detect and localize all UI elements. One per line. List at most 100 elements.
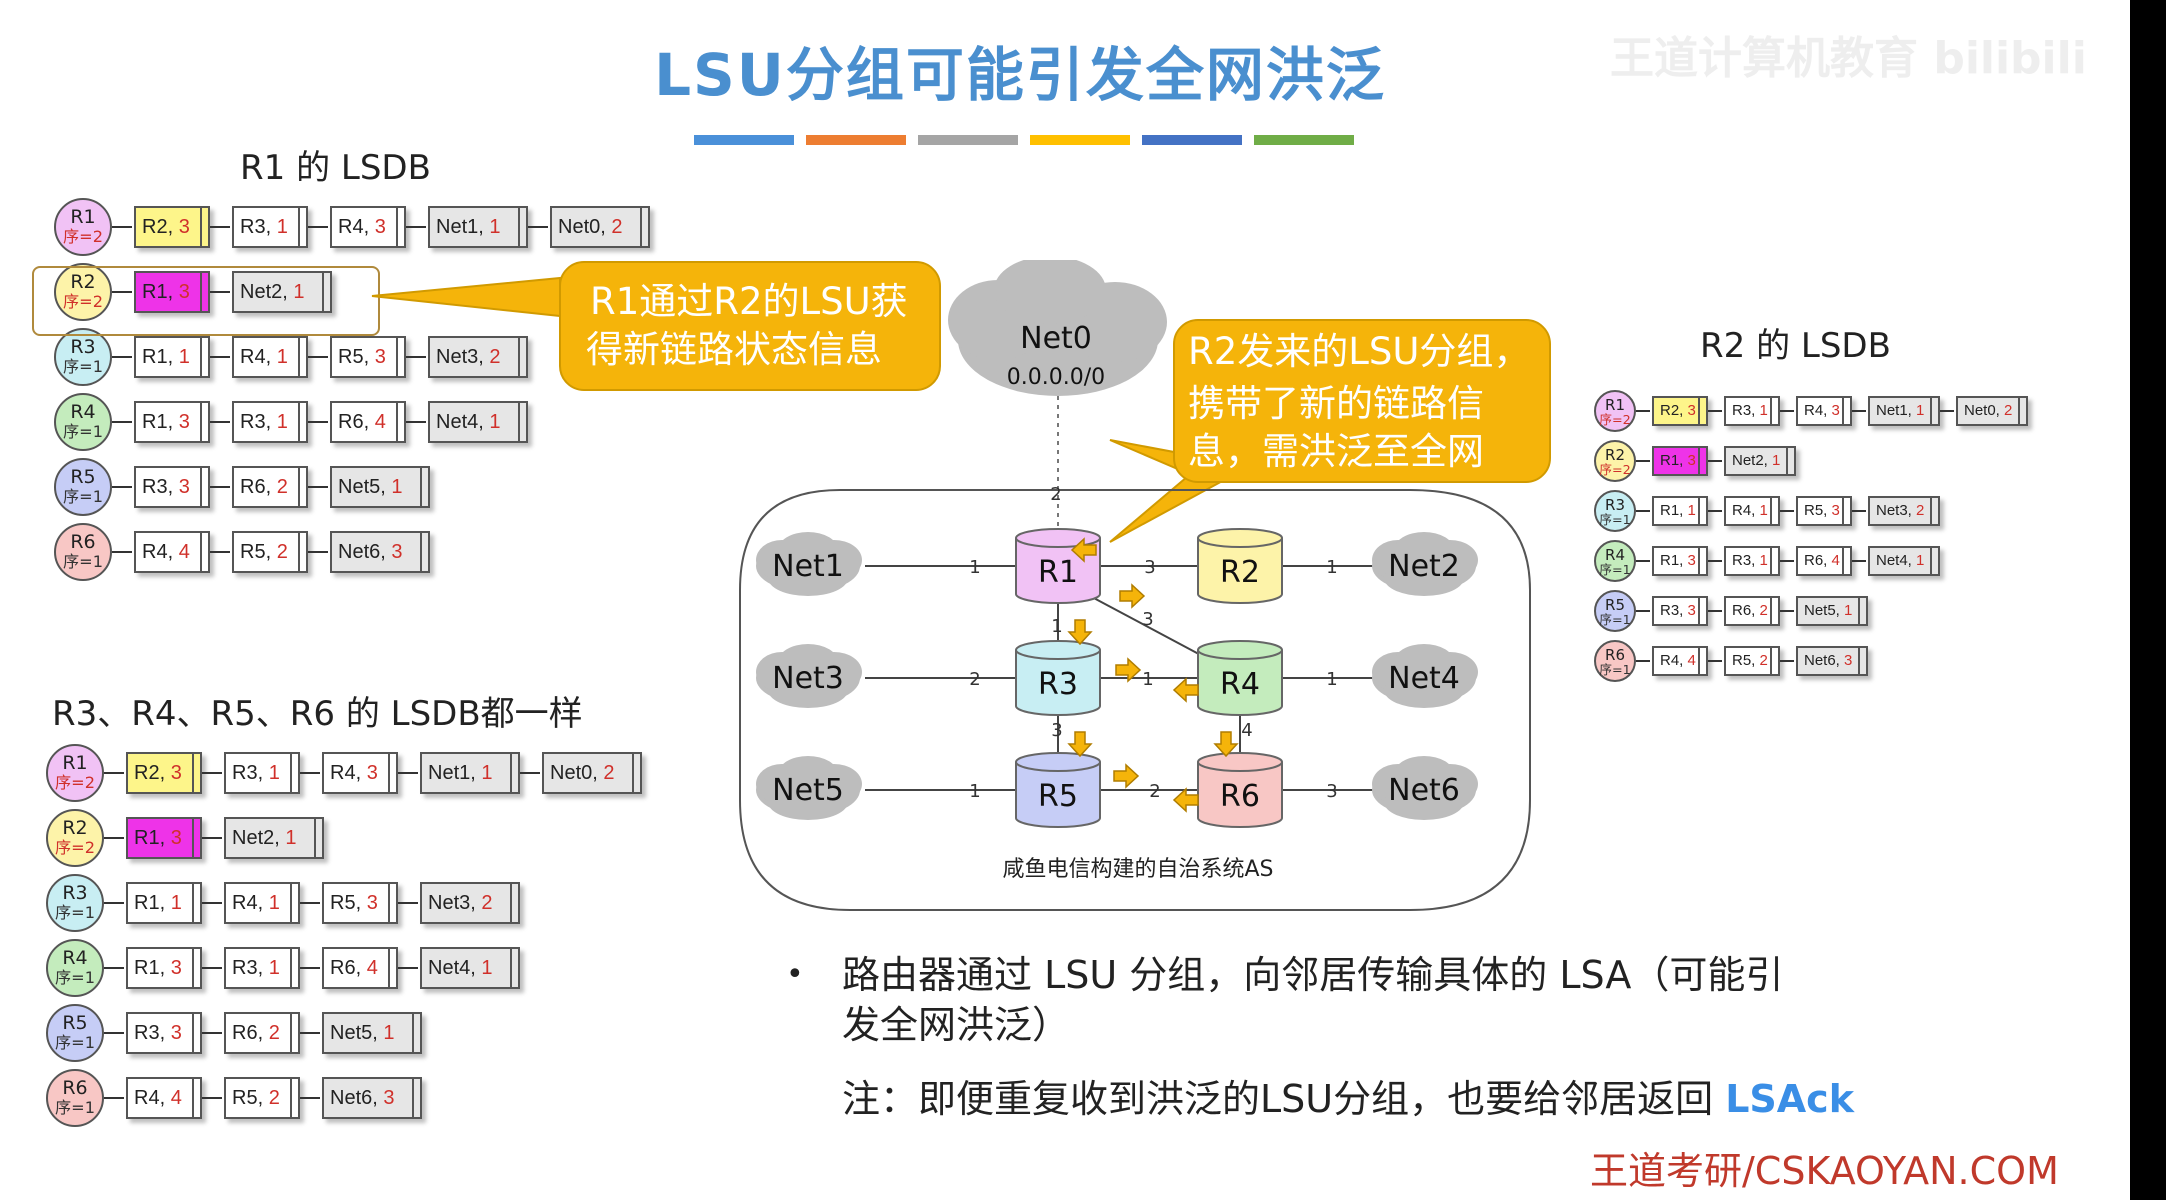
sequence-number: 序=1 <box>1599 562 1631 578</box>
entry-target: R3, <box>232 957 269 979</box>
router-r4 <box>1197 640 1283 716</box>
entry-target: Net6, <box>330 1087 384 1109</box>
entry-cost: 4 <box>374 411 386 433</box>
entry-bar <box>518 208 520 246</box>
sequence-number: 序=2 <box>63 226 103 246</box>
entry-bar <box>396 208 398 246</box>
lsdb-entry: R1, 3 <box>134 271 210 313</box>
entry-cost: 1 <box>293 281 305 303</box>
entry-bar <box>200 533 202 571</box>
entry-target: Net2, <box>232 827 286 849</box>
router-name: R4 <box>70 400 96 423</box>
lsdb-entry: R4, 1 <box>232 336 308 378</box>
entry-cost: 3 <box>1687 552 1696 569</box>
link-arrow <box>1780 510 1794 512</box>
entry-cost: 1 <box>489 216 501 238</box>
entry-cost: 1 <box>1916 552 1925 569</box>
lsdb-entry: R6, 2 <box>232 466 308 508</box>
entry-cost: 2 <box>268 1087 280 1109</box>
link-arrow <box>112 226 132 228</box>
link-arrow <box>210 551 230 553</box>
footer-brand: 王道考研/CSKAOYAN.COM <box>1590 1149 2059 1193</box>
entry-bar <box>200 338 202 376</box>
entry-target: Net4, <box>1876 552 1917 569</box>
sequence-number: 序=1 <box>55 1032 95 1052</box>
router-name: R5 <box>70 465 96 488</box>
sequence-number: 序=2 <box>63 291 103 311</box>
lsdb-entry: Net6, 3 <box>322 1077 422 1119</box>
entry-target: R5, <box>240 541 277 563</box>
entry-cost: 3 <box>178 281 190 303</box>
entry-bar <box>388 949 390 987</box>
link-arrow <box>202 1032 222 1034</box>
entry-target: R1, <box>134 892 171 914</box>
net-cloud-net1 <box>756 532 862 596</box>
sequence-number: 序=2 <box>1599 462 1631 478</box>
entry-target: R3, <box>1732 552 1760 569</box>
entry-target: Net1, <box>436 216 490 238</box>
bullet-line2: 发全网洪泛） <box>842 1003 1071 1047</box>
stripe-3 <box>918 135 1018 145</box>
entry-target: Net4, <box>428 957 482 979</box>
lsdb-entry: R1, 3 <box>126 947 202 989</box>
cost-r1-r3: 1 <box>1051 616 1062 637</box>
router-label-r1: R1 <box>1038 555 1078 590</box>
entry-bar <box>510 884 512 922</box>
bubble-right-line3: 息，需洪泛至全网 <box>1188 430 1484 473</box>
lsdb-entry: R2, 3 <box>1652 396 1708 426</box>
lsdb-entry: Net2, 1 <box>232 271 332 313</box>
entry-cost: 3 <box>1831 402 1840 419</box>
slide-title: LSU分组可能引发全网洪泛 <box>654 41 1386 109</box>
lsdb-entry: R5, 2 <box>1724 646 1780 676</box>
entry-target: R4, <box>1804 402 1832 419</box>
link-arrow <box>1708 410 1722 412</box>
r1-lsdb-title: R1 的 LSDB <box>240 148 431 188</box>
entry-target: R4, <box>1660 652 1688 669</box>
lsdb-entry: Net4, 1 <box>1868 546 1940 576</box>
link-arrow <box>1780 660 1794 662</box>
entry-target: Net4, <box>436 411 490 433</box>
entry-target: Net3, <box>428 892 482 914</box>
entry-cost: 4 <box>1687 652 1696 669</box>
lsdb-entry: R2, 3 <box>126 752 202 794</box>
router-label-r2: R2 <box>1220 555 1260 590</box>
link-arrow <box>406 226 426 228</box>
lsdb-entry: Net3, 2 <box>428 336 528 378</box>
entry-bar <box>200 273 202 311</box>
entry-target: Net0, <box>550 762 604 784</box>
entry-target: R2, <box>142 216 179 238</box>
entry-bar <box>1842 498 1844 524</box>
lsdb-entry: R1, 3 <box>1652 446 1708 476</box>
entry-cost: 3 <box>1687 602 1696 619</box>
link-arrow <box>308 226 328 228</box>
lsdb-entry: R3, 3 <box>126 1012 202 1054</box>
entry-bar <box>1770 498 1772 524</box>
entry-cost: 1 <box>268 957 280 979</box>
router-name: R1 <box>70 205 96 228</box>
link-arrow <box>1780 560 1794 562</box>
router-name: R4 <box>1605 546 1625 565</box>
lsdb-entry: R5, 3 <box>330 336 406 378</box>
cost-net5-r5: 1 <box>969 781 980 802</box>
net-label-net5: Net5 <box>772 773 844 808</box>
lsdb-entry: Net0, 2 <box>542 752 642 794</box>
lsdb-entry: Net5, 1 <box>1796 596 1868 626</box>
entry-bar <box>1842 398 1844 424</box>
sequence-number: 序=1 <box>55 902 95 922</box>
lsdb-entry: Net2, 1 <box>224 817 324 859</box>
entry-cost: 1 <box>383 1022 395 1044</box>
entry-bar <box>1842 548 1844 574</box>
link-arrow <box>104 1032 124 1034</box>
lsdb-entry: R5, 3 <box>1796 496 1852 526</box>
entry-cost: 3 <box>374 216 386 238</box>
entry-target: R3, <box>1732 402 1760 419</box>
lsdb-entry: R3, 3 <box>134 466 210 508</box>
entry-target: Net2, <box>240 281 294 303</box>
cost-net1-r1: 1 <box>969 557 980 578</box>
stripe-4 <box>1030 135 1130 145</box>
